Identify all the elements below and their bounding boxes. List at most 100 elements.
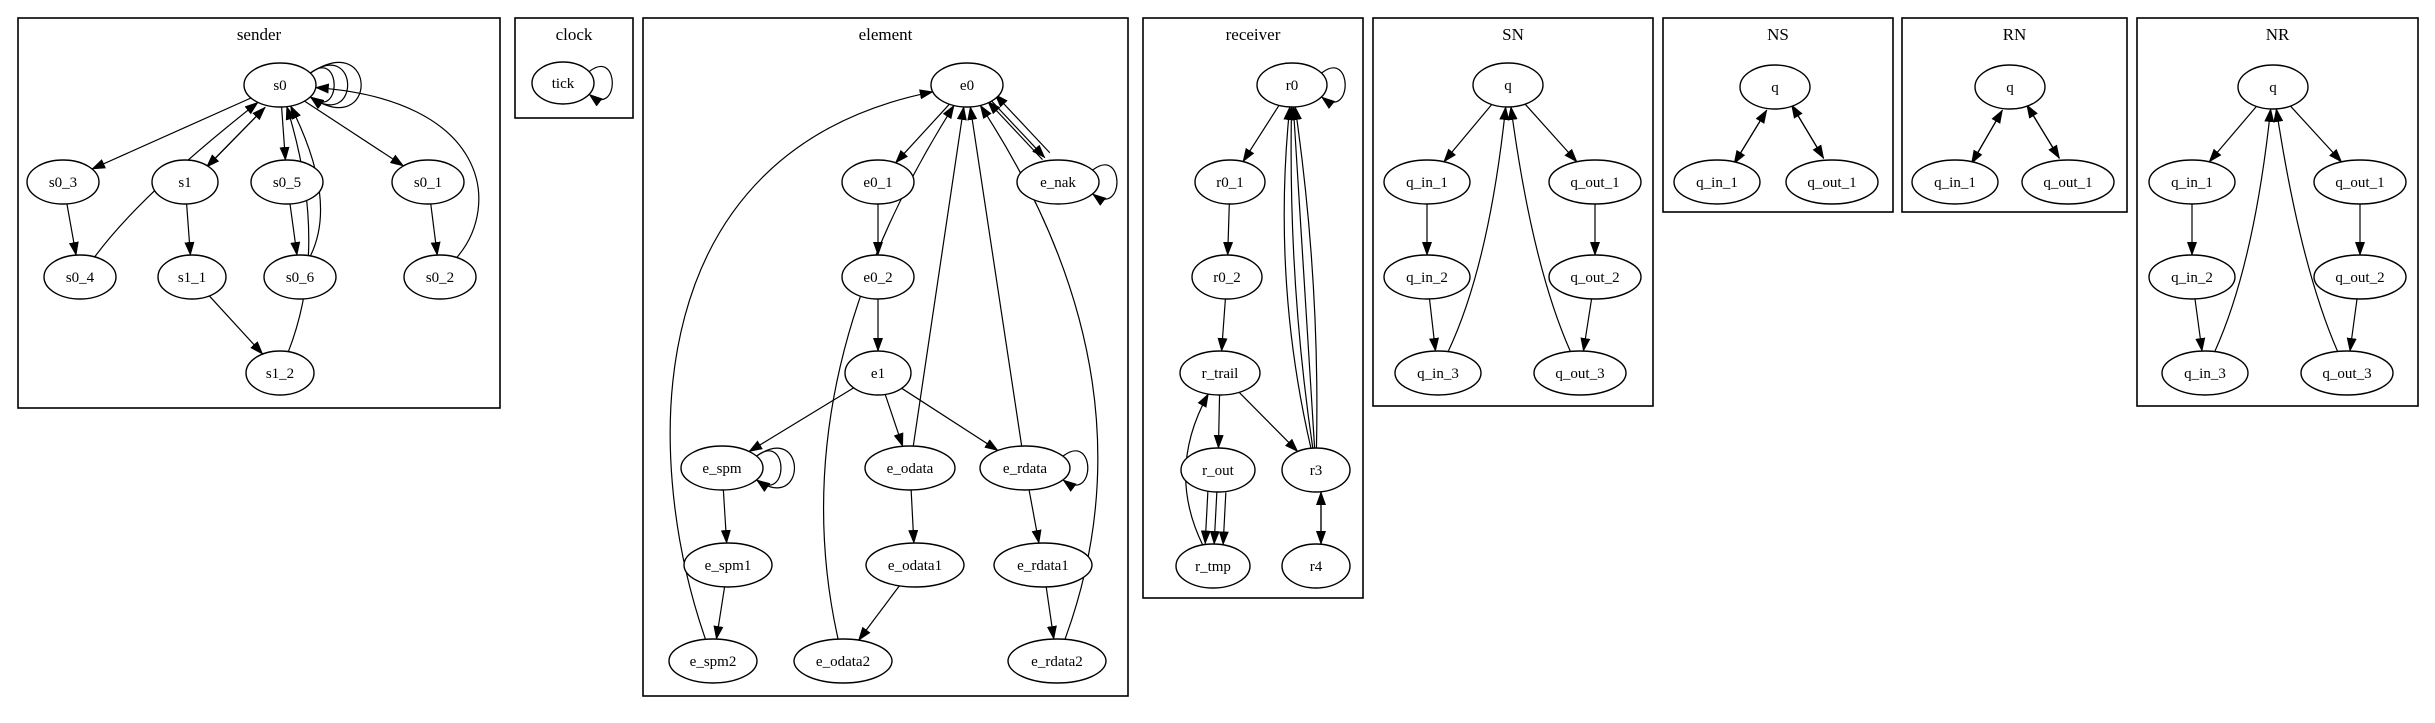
node-sender-s0_1: [391, 159, 465, 205]
cluster-NS: [1662, 17, 1894, 213]
node-label-receiver-r_out: r_out: [1202, 463, 1234, 479]
edge-q-to-q_out_1: [1524, 103, 1578, 163]
node-element-e_rdata: [979, 445, 1071, 491]
edge-r3-to-r0: [1292, 105, 1318, 449]
node-label-element-e_nak: e_nak: [1040, 175, 1076, 191]
cluster-SN: [1372, 17, 1654, 407]
node-label-SN-q_in_3: q_in_3: [1417, 366, 1459, 382]
node-label-NR-q_in_3: q_in_3: [2184, 366, 2226, 382]
node-element-e_odata: [864, 445, 956, 491]
edge-s0_1-to-s0_2: [430, 203, 441, 257]
node-label-SN-q_out_3: q_out_3: [1555, 366, 1604, 382]
node-sender-s0_5: [250, 159, 324, 205]
node-receiver-r0_2: [1191, 254, 1263, 300]
edge-q_out_3-to-q: [1507, 105, 1571, 352]
node-label-NR-q_in_2: q_in_2: [2171, 270, 2213, 286]
node-element-e_rdata1: [993, 542, 1093, 588]
node-RN-q: [1974, 64, 2046, 110]
node-sender-s0_6: [263, 254, 337, 300]
node-label-element-e0: e0: [960, 78, 974, 94]
node-NR-q_in_3: [2161, 350, 2249, 396]
edge-e0-to-e0_1: [894, 103, 950, 164]
edge-s0-to-s0: [309, 64, 349, 109]
node-element-e_odata1: [865, 542, 965, 588]
edge-r0_2-to-r_trail: [1217, 298, 1228, 353]
node-receiver-r_trail: [1179, 350, 1261, 396]
node-sender-s1: [151, 159, 219, 205]
edge-s0_3-to-s0_4: [66, 203, 79, 257]
edge-q_in_3-to-q: [1447, 105, 1510, 352]
edge-q_in_3-to-q: [2214, 107, 2275, 352]
node-label-NR-q_out_1: q_out_1: [2335, 175, 2384, 191]
node-receiver-r0_1: [1194, 159, 1266, 205]
node-label-receiver-r_trail: r_trail: [1202, 366, 1239, 382]
node-sender-s1_1: [157, 254, 227, 300]
node-SN-q_out_1: [1548, 159, 1642, 205]
edge-q-to-q_in_1: [2208, 106, 2257, 163]
node-label-sender-s0_6: s0_6: [286, 270, 315, 286]
cluster-clock: [514, 17, 634, 119]
cluster-label-element: element: [859, 25, 913, 44]
node-label-NR-q_in_1: q_in_1: [2171, 175, 2213, 191]
cluster-RN: [1901, 17, 2128, 213]
edge-q_in_1-to-q: [1971, 109, 2003, 164]
node-element-e_nak: [1016, 159, 1100, 205]
edge-s0_5-to-s0_6: [289, 203, 301, 257]
edge-s0-to-s0_1: [304, 100, 405, 167]
node-element-e_odata2: [793, 638, 893, 684]
node-label-sender-s0_4: s0_4: [66, 270, 95, 286]
node-label-sender-s1: s1: [178, 175, 191, 191]
edge-r_out-to-r_tmp: [1209, 491, 1220, 546]
edge-s0-to-s0: [309, 61, 362, 109]
node-NS-q_in_1: [1673, 159, 1761, 205]
cluster-NR: [2136, 17, 2419, 407]
node-label-sender-s1_1: s1_1: [178, 270, 206, 286]
node-NS-q: [1739, 64, 1811, 110]
node-label-receiver-r0: r0: [1286, 78, 1299, 94]
edge-e_odata1-to-e_odata2: [858, 585, 900, 641]
node-label-receiver-r4: r4: [1310, 559, 1323, 575]
edge-r0-to-r0: [1320, 67, 1346, 110]
edge-q-to-q_in_1: [1443, 104, 1493, 163]
edge-e_odata-to-e0: [912, 105, 967, 447]
node-clock-tick: [531, 61, 595, 105]
node-receiver-r_tmp: [1175, 543, 1251, 589]
node-sender-s0: [243, 62, 317, 108]
node-label-sender-s1_2: s1_2: [266, 366, 294, 382]
node-sender-s0_2: [403, 254, 477, 300]
node-NR-q_in_1: [2148, 159, 2236, 205]
node-label-sender-s0_1: s0_1: [414, 175, 442, 191]
edge-r0-to-r0_1: [1242, 105, 1280, 163]
edge-s1-to-s1_1: [184, 203, 195, 257]
node-label-receiver-r0_1: r0_1: [1216, 175, 1244, 191]
edge-r_trail-to-r3: [1238, 391, 1299, 453]
node-label-element-e_odata2: e_odata2: [816, 654, 870, 670]
edge-layer: [66, 61, 2365, 641]
node-receiver-r_out: [1180, 447, 1256, 493]
edge-e_rdata1-to-e_rdata2: [1045, 586, 1057, 641]
node-label-sender-s0_2: s0_2: [426, 270, 454, 286]
node-label-RN-q_out_1: q_out_1: [2043, 175, 2092, 191]
edge-e1-to-e_rdata: [901, 387, 999, 451]
cluster-label-sender: sender: [237, 25, 282, 44]
node-label-sender-s0: s0: [273, 78, 286, 94]
node-label-element-e_rdata1: e_rdata1: [1017, 558, 1069, 574]
node-NR-q: [2237, 64, 2309, 110]
node-element-e_spm1: [683, 542, 773, 588]
cluster-label-NS: NS: [1767, 25, 1789, 44]
node-label-NS-q: q: [1771, 80, 1779, 96]
node-SN-q: [1472, 62, 1544, 108]
node-element-e0_2: [841, 254, 915, 300]
node-label-NS-q_in_1: q_in_1: [1696, 175, 1738, 191]
cluster-label-receiver: receiver: [1226, 25, 1281, 44]
node-label-element-e_odata: e_odata: [887, 461, 934, 477]
edge-r_trail-to-r_out: [1213, 394, 1224, 450]
edge-e_nak-to-e0: [994, 93, 1051, 154]
edge-q_out_3-to-q: [2273, 107, 2339, 352]
node-label-NR-q_out_3: q_out_3: [2322, 366, 2371, 382]
node-element-e0_1: [841, 159, 915, 205]
edge-s1-to-s0: [206, 106, 266, 168]
node-label-sender-s0_3: s0_3: [49, 175, 77, 191]
node-receiver-r0: [1256, 62, 1328, 108]
